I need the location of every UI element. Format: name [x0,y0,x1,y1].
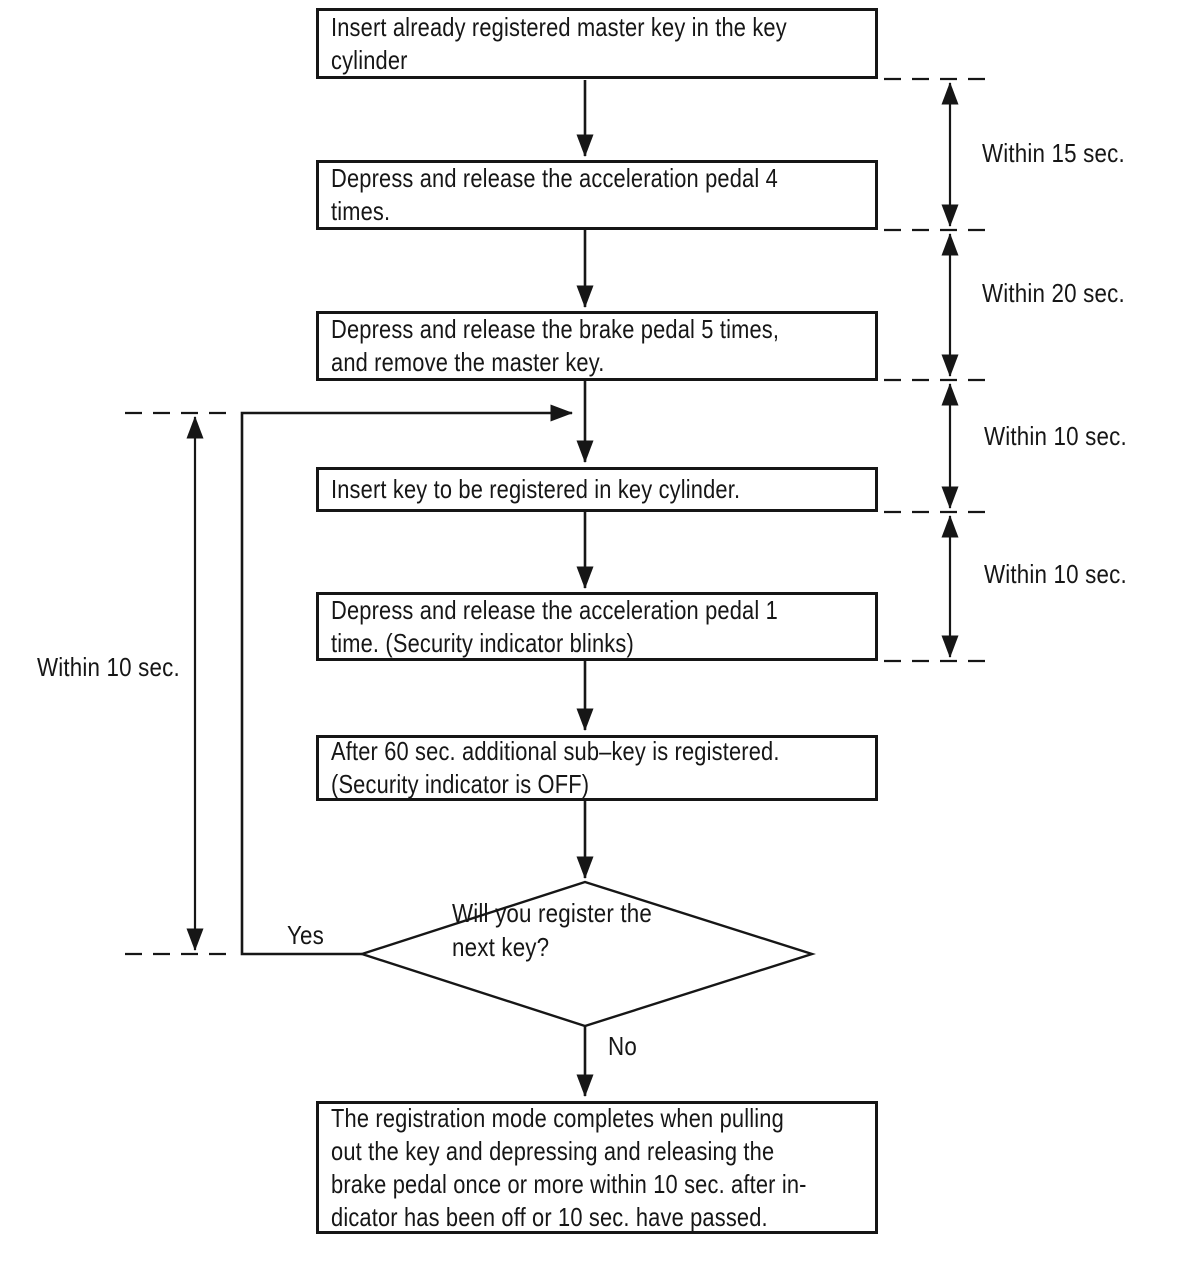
timing-label-within-10-sec-b: Within 10 sec. [984,559,1127,589]
timing-label-within-15-sec: Within 15 sec. [982,138,1125,168]
timing-label-within-20-sec: Within 20 sec. [982,278,1125,308]
step-box-insert-key-to-register-text: Insert key to be registered in key cylin… [331,474,741,504]
step-box-brake-pedal-5-times-text: Depress and release the brake pedal 5 ti… [331,314,780,377]
step-box-brake-pedal-5-times: Depress and release the brake pedal 5 ti… [316,311,878,381]
step-box-insert-key-to-register: Insert key to be registered in key cylin… [316,467,878,512]
step-box-acceleration-pedal-1-time: Depress and release the acceleration ped… [316,592,878,661]
timing-label-within-10-sec-left: Within 10 sec. [37,652,180,682]
step-box-acceleration-pedal-4-times-text: Depress and release the acceleration ped… [331,163,778,226]
step-box-registration-complete-text: The registration mode completes when pul… [331,1102,807,1232]
no-branch-label: No [608,1031,637,1061]
step-box-acceleration-pedal-4-times: Depress and release the acceleration ped… [316,160,878,230]
step-box-insert-master-key: Insert already registered master key in … [316,8,878,79]
step-box-acceleration-pedal-1-time-text: Depress and release the acceleration ped… [331,594,778,658]
step-box-subkey-registered: After 60 sec. additional sub–key is regi… [316,735,878,801]
yes-branch-label: Yes [287,920,324,950]
step-box-insert-master-key-text: Insert already registered master key in … [331,11,787,75]
decision-diamond [358,880,816,1028]
yes-loop-arrow [240,404,573,956]
step-box-subkey-registered-text: After 60 sec. additional sub–key is regi… [331,736,780,799]
decision-question: Will you register the next key? [452,898,652,962]
timing-label-within-10-sec-a: Within 10 sec. [984,421,1127,451]
step-box-registration-complete: The registration mode completes when pul… [316,1101,878,1234]
